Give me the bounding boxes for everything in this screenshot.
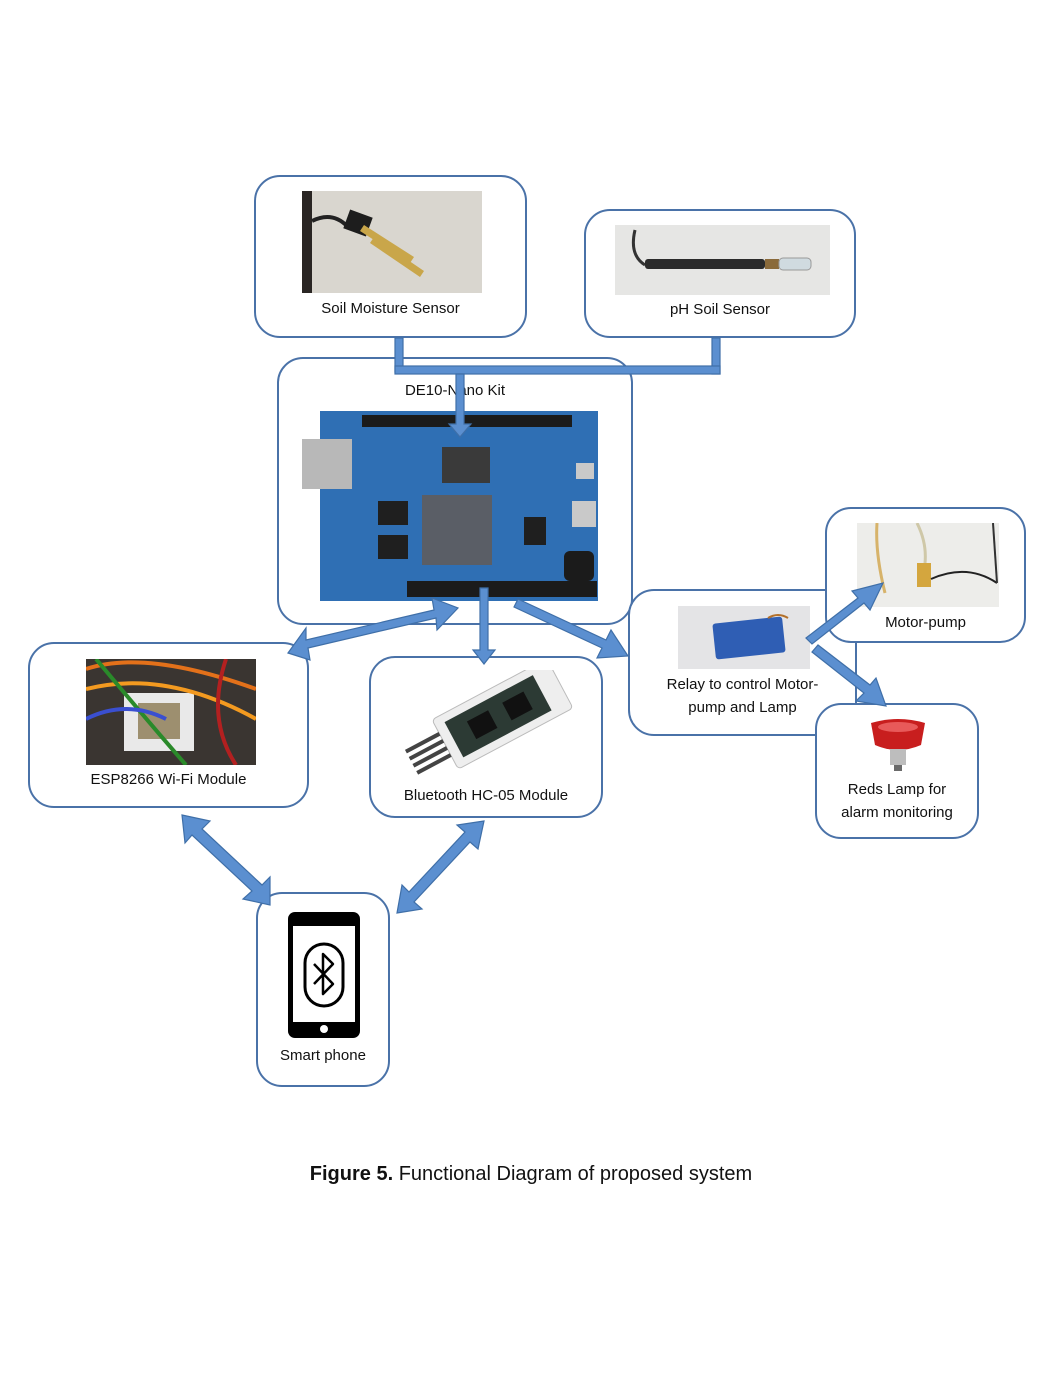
smartphone-box: Smart phone <box>256 892 390 1087</box>
soil-moisture-sensor-label: Soil Moisture Sensor <box>321 300 460 317</box>
de10-nano-kit-label: DE10-Nano Kit <box>404 382 506 399</box>
esp8266-smartphone-double-arrow <box>181 814 271 906</box>
smartphone-label: Smart phone <box>280 1047 366 1064</box>
esp8266-wifi-module-photo <box>86 659 256 765</box>
ph-soil-sensor-box: pH Soil Sensor <box>584 209 856 338</box>
bluetooth-hc05-module-photo <box>393 670 583 780</box>
ph-sensor-link <box>711 337 721 375</box>
relay-label-line1: Relay to control Motor- <box>666 676 819 693</box>
figure-caption-text: Functional Diagram of proposed system <box>398 1163 753 1185</box>
soil-moisture-sensor-box: Soil Moisture Sensor <box>254 175 527 338</box>
bluetooth-hc05-module-label: Bluetooth HC-05 Module <box>403 787 569 804</box>
ph-soil-sensor-photo <box>615 225 830 295</box>
figure-caption: Figure 5. Functional Diagram of proposed… <box>0 1163 1062 1186</box>
red-lamp-label-line2: alarm monitoring <box>841 804 953 821</box>
red-lamp-label-line1: Reds Lamp for <box>847 781 947 798</box>
esp8266-wifi-module-label: ESP8266 Wi-Fi Module <box>90 771 247 788</box>
esp8266-wifi-module-box: ESP8266 Wi-Fi Module <box>28 642 309 808</box>
motor-pump-box: Motor-pump <box>825 507 1026 643</box>
de10-nano-kit-box: DE10-Nano Kit <box>277 357 633 625</box>
motor-pump-label: Motor-pump <box>885 614 966 631</box>
relay-box: Relay to control Motor- pump and Lamp <box>628 589 857 736</box>
bluetooth-hc05-module-box: Bluetooth HC-05 Module <box>369 656 603 818</box>
de10-nano-board-photo <box>302 411 602 601</box>
bluetooth-smartphone-double-arrow <box>396 820 485 914</box>
figure-caption-prefix: Figure 5. <box>309 1163 394 1185</box>
relay-photo <box>678 606 810 669</box>
red-lamp-box: Reds Lamp for alarm monitoring <box>815 703 979 839</box>
ph-soil-sensor-label: pH Soil Sensor <box>669 301 771 318</box>
soil-moisture-sensor-photo <box>302 191 482 293</box>
smartphone-icon <box>288 912 360 1038</box>
motor-pump-photo <box>857 523 999 607</box>
relay-label-line2: pump and Lamp <box>688 699 797 716</box>
red-lamp-photo <box>863 717 933 777</box>
